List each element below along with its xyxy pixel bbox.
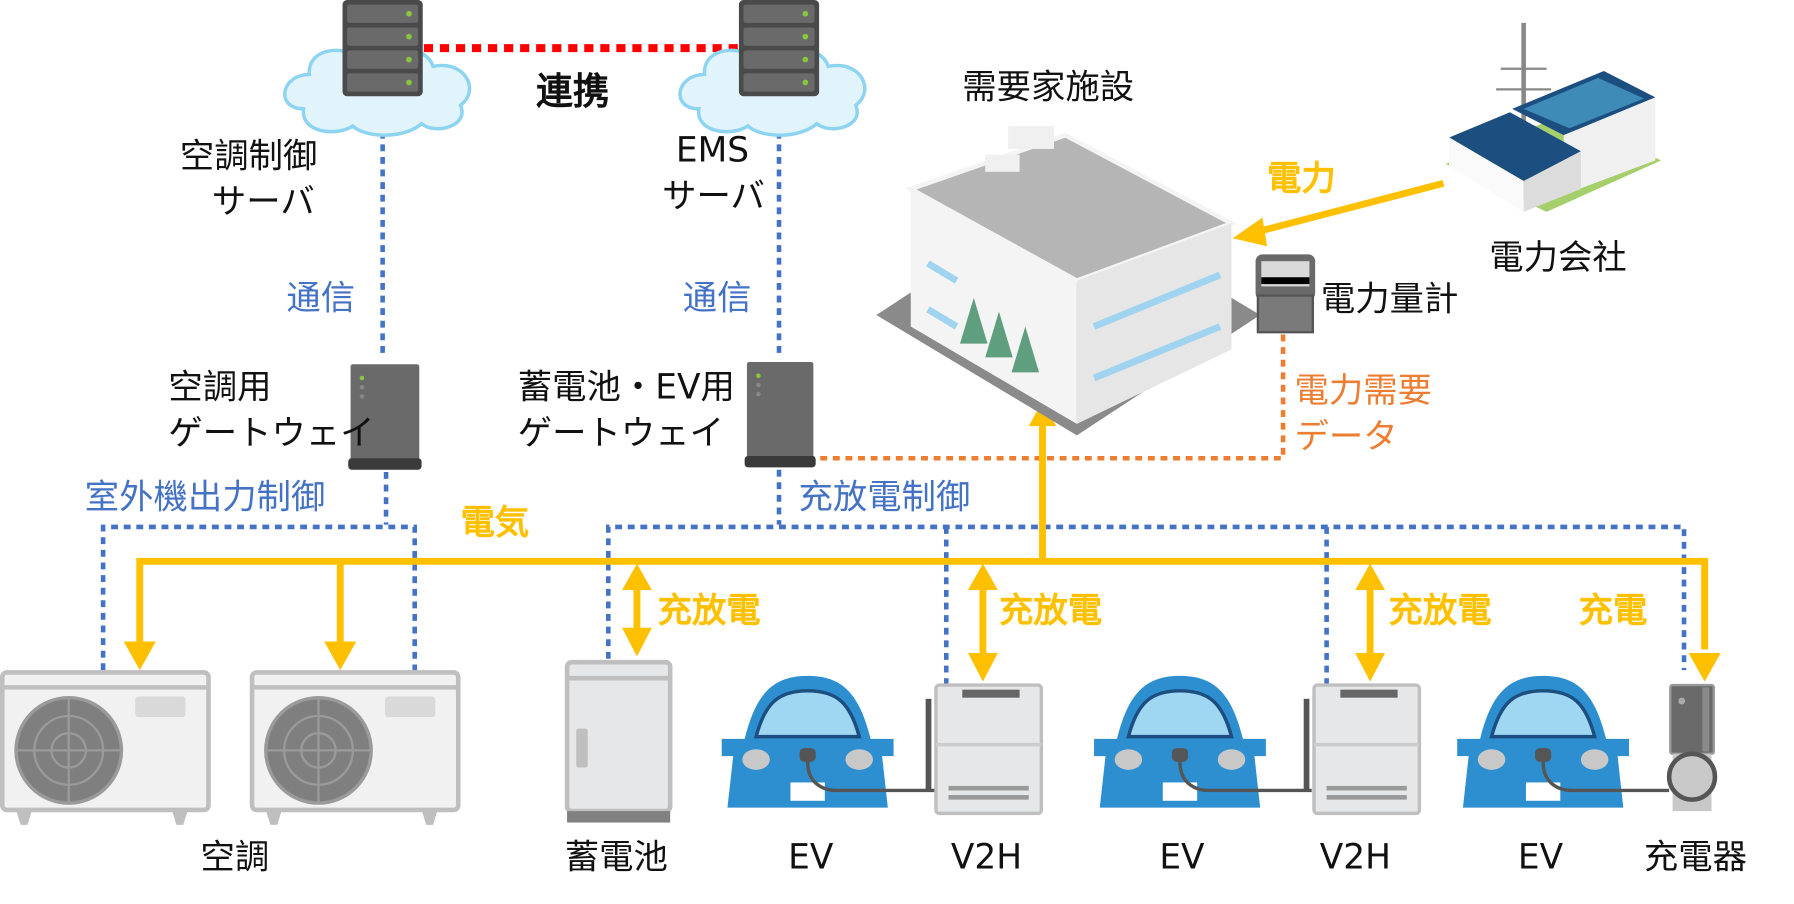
ac-gateway-label-line1: 空調用 [168, 367, 272, 408]
power-company-line [1253, 179, 1445, 236]
facility-building-icon [876, 126, 1261, 436]
comm-line-charge-control [606, 524, 1687, 671]
facility-label: 需要家施設 [962, 67, 1135, 108]
arrow-bat-up [622, 563, 652, 590]
power-meter-icon [1255, 254, 1316, 334]
arrow-v2h2-up [1355, 563, 1386, 590]
charge-discharge-label-v2h2: 充放電 [1388, 591, 1492, 632]
arrow-v2h1-down [968, 652, 998, 682]
device-label-v2h-1: V2H [950, 837, 1023, 878]
ev-car-icon [1094, 675, 1312, 808]
arrow-charger [1688, 652, 1721, 682]
power-company-label: 電力会社 [1489, 238, 1627, 279]
arrow-ac2 [324, 641, 357, 671]
charge-discharge-label-battery: 充放電 [657, 591, 761, 632]
power-company-icon [1445, 22, 1662, 212]
device-label-battery: 蓄電池 [564, 837, 668, 878]
charge-control-label: 充放電制御 [798, 477, 971, 518]
demand-data-label-line1: 電力需要 [1294, 371, 1432, 412]
electricity-label: 電気 [460, 502, 530, 544]
device-label-charger: 充電器 [1643, 837, 1748, 878]
arrow-power-company [1232, 217, 1268, 247]
ems-server-label-line1: EMS [675, 130, 750, 171]
device-label-ev-2: EV [1159, 837, 1205, 878]
device-label-ev-3: EV [1517, 837, 1564, 878]
power-meter-label: 電力量計 [1320, 279, 1459, 320]
power-label: 電力 [1267, 159, 1336, 200]
ev-car-icon [1457, 675, 1670, 808]
electricity-bus [136, 557, 1709, 650]
arrow-v2h1-up [968, 563, 998, 590]
gateway-icon [348, 364, 422, 470]
ev-car-icon [721, 675, 940, 808]
arrow-v2h2-down [1355, 652, 1386, 682]
outdoor-ac-unit-icon [249, 670, 461, 825]
v2h-unit-icon [925, 683, 1044, 816]
arrow-bat-down [622, 627, 652, 657]
ac-server-label-line2: サーバ [211, 182, 315, 223]
arrow-ac1 [123, 641, 156, 671]
device-label-v2h-2: V2H [1319, 837, 1391, 878]
comm-label-right: 通信 [682, 278, 752, 319]
ac-gateway-label-line2: ゲートウェイ [168, 413, 375, 454]
charge-label: 充電 [1578, 591, 1648, 632]
ev-charger-icon [1666, 683, 1718, 812]
gateway-icon [744, 362, 816, 468]
server-icon [738, 0, 820, 97]
outdoor-control-label: 室外機出力制御 [84, 477, 326, 518]
charge-discharge-label-v2h1: 充放電 [998, 591, 1103, 632]
ac-server-label-line1: 空調制御 [179, 136, 318, 177]
server-icon [342, 0, 423, 97]
storage-battery-icon [564, 659, 673, 823]
demand-data-label-line2: データ [1294, 416, 1398, 458]
ems-server-label-line2: サーバ [662, 176, 765, 217]
comm-label-left: 通信 [286, 278, 356, 319]
demand-data-line [807, 334, 1286, 461]
device-label-ev-1: EV [788, 837, 834, 878]
bat-gateway-label-line1: 蓄電池・EV用 [517, 367, 735, 408]
outdoor-ac-unit-icon [0, 670, 211, 825]
device-label-aircon: 空調 [200, 837, 270, 878]
bat-gateway-label-line2: ゲートウェイ [517, 413, 725, 454]
collaboration-label: 連携 [536, 69, 610, 114]
v2h-unit-icon [1303, 683, 1422, 816]
